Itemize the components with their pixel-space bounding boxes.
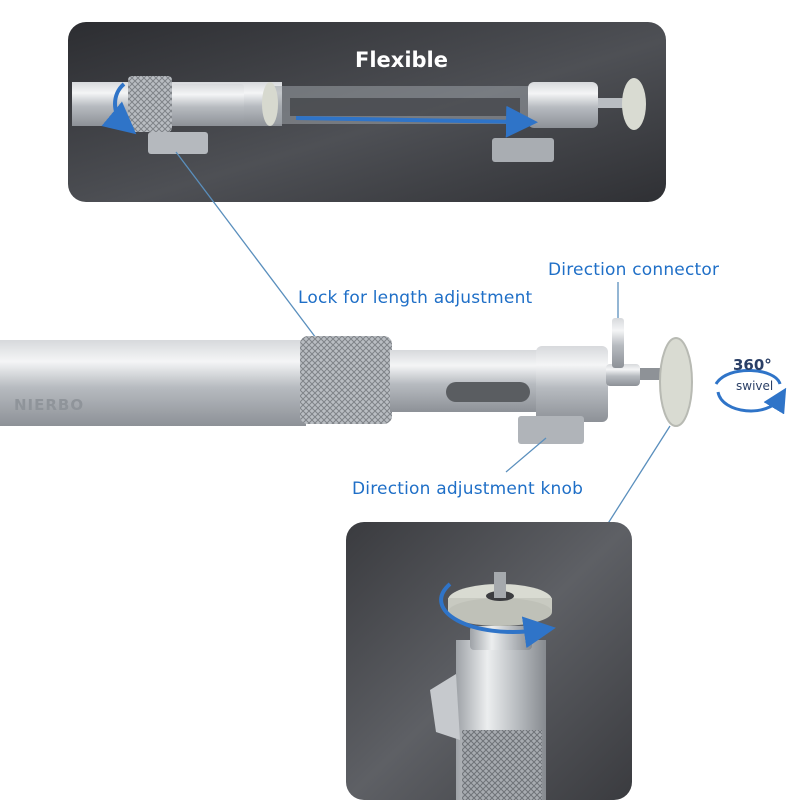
connector-label: Direction connector	[548, 260, 720, 280]
top-detail-panel	[68, 22, 666, 202]
main-rod	[0, 318, 693, 444]
swivel-arrow-icon	[716, 387, 787, 415]
knob-leader-line	[505, 437, 547, 473]
bottom-detail-panel	[346, 522, 632, 800]
swivel-degree-label: 360°	[733, 356, 772, 374]
lock-label: Lock for length adjustment	[298, 288, 533, 308]
brand-logo: NIERBO	[14, 396, 85, 414]
knob-label: Direction adjustment knob	[352, 479, 584, 499]
disc-leader-line	[599, 425, 671, 537]
flexible-title: Flexible	[355, 48, 449, 72]
swivel-word-label: swivel	[736, 379, 774, 393]
lock-leader-line	[175, 151, 317, 339]
